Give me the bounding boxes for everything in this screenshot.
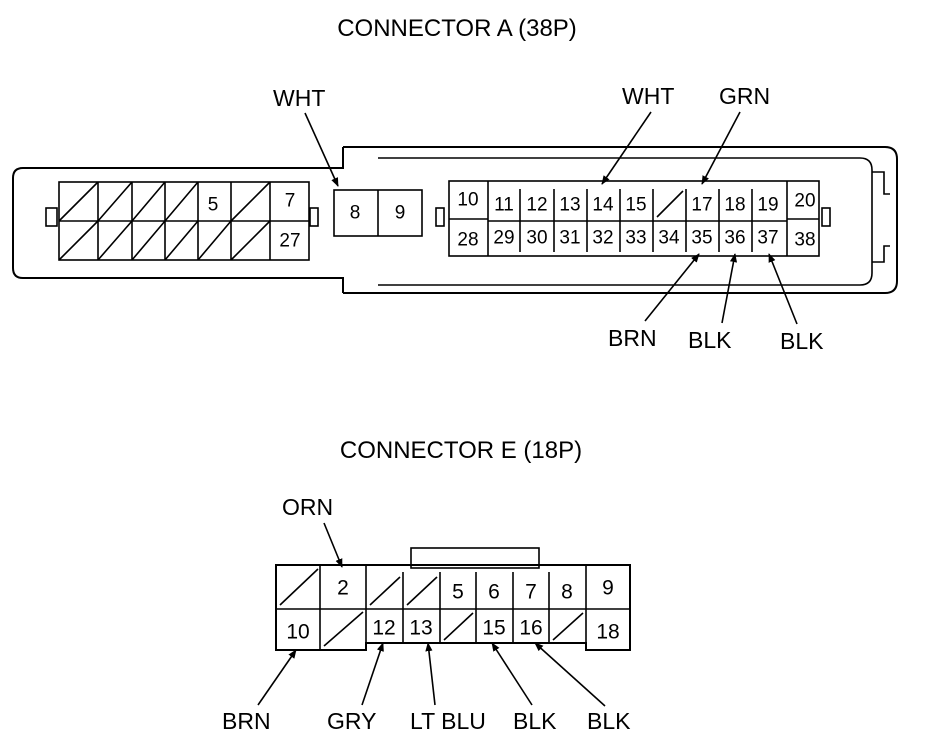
pin-e-18: 18 xyxy=(596,621,619,644)
connector-e-title: CONNECTOR E (18P) xyxy=(340,437,582,464)
wire-label-e-2: ORN xyxy=(282,494,333,520)
pin-e-9: 9 xyxy=(602,577,614,600)
pin-a-36: 36 xyxy=(724,228,745,249)
pin-e-12: 12 xyxy=(372,617,395,640)
wire-label-a-17: GRN xyxy=(719,83,770,109)
pin-a-10: 10 xyxy=(457,190,478,211)
pin-e-10: 10 xyxy=(286,621,309,644)
pin-a-17: 17 xyxy=(691,195,712,216)
callout-arrow-e-15 xyxy=(491,642,533,706)
callout-arrow-a-36 xyxy=(721,253,738,324)
callout-arrow-a-8 xyxy=(304,112,339,187)
pin-a-19: 19 xyxy=(757,195,778,216)
pin-a-14: 14 xyxy=(592,195,614,216)
pin-a-18: 18 xyxy=(724,195,745,216)
callout-arrow-a-17 xyxy=(701,111,741,185)
wire-label-e-13: LT BLU xyxy=(410,708,486,734)
callout-arrow-a-35 xyxy=(644,253,700,322)
pin-a-20: 20 xyxy=(794,191,815,212)
connector-a: CONNECTOR A (38P) 5 7 xyxy=(12,15,898,354)
wire-label-a-8: WHT xyxy=(273,85,325,111)
connector-a-title: CONNECTOR A (38P) xyxy=(337,15,577,42)
pin-a-35: 35 xyxy=(691,228,712,249)
pin-a-34: 34 xyxy=(658,228,680,249)
wire-label-e-12: GRY xyxy=(327,708,376,734)
pin-a-9: 9 xyxy=(395,203,406,224)
connector-a-left-block: 5 7 27 xyxy=(58,181,310,261)
callout-arrow-e-2 xyxy=(323,522,343,568)
wire-label-a-37: BLK xyxy=(780,328,824,354)
wire-label-e-15: BLK xyxy=(513,708,557,734)
wire-label-e-16: BLK xyxy=(587,708,631,734)
callout-arrow-a-14 xyxy=(601,111,652,185)
pin-a-5: 5 xyxy=(208,195,219,216)
pin-a-13: 13 xyxy=(559,195,580,216)
pin-a-37: 37 xyxy=(757,228,778,249)
callout-arrow-e-13 xyxy=(425,642,436,706)
pin-a-27: 27 xyxy=(279,231,300,252)
pin-a-30: 30 xyxy=(526,228,547,249)
connector-a-right-block: 10 11 12 13 14 15 17 18 19 20 28 29 30 3… xyxy=(448,180,820,257)
pin-a-29: 29 xyxy=(493,228,514,249)
connector-e-grid: 2 5 6 7 8 9 10 12 13 15 16 18 xyxy=(276,565,630,650)
connector-a-callouts: WHT WHT GRN BRN BLK BLK xyxy=(273,83,824,354)
callout-arrow-e-16 xyxy=(534,642,606,707)
connector-e: CONNECTOR E (18P) 2 5 6 7 xyxy=(222,437,631,734)
callout-arrow-e-10 xyxy=(257,649,297,706)
connector-a-middle-block: 8 9 xyxy=(333,189,423,237)
callout-arrow-e-12 xyxy=(361,642,384,706)
pin-a-12: 12 xyxy=(526,195,547,216)
callout-arrow-a-37 xyxy=(768,253,798,325)
pin-a-32: 32 xyxy=(592,228,613,249)
pin-a-33: 33 xyxy=(625,228,646,249)
pin-e-8: 8 xyxy=(561,581,573,604)
pin-a-11: 11 xyxy=(494,195,514,216)
wire-label-e-10: BRN xyxy=(222,708,271,734)
pin-e-13: 13 xyxy=(409,617,432,640)
pin-a-15: 15 xyxy=(625,195,646,216)
wire-label-a-36: BLK xyxy=(688,327,732,353)
pin-e-2: 2 xyxy=(337,577,349,600)
pin-a-7: 7 xyxy=(285,191,296,212)
pin-e-16: 16 xyxy=(519,617,542,640)
pin-a-28: 28 xyxy=(457,230,478,251)
pin-e-15: 15 xyxy=(482,617,505,640)
pin-e-7: 7 xyxy=(525,581,537,604)
wire-label-a-35: BRN xyxy=(608,325,657,351)
pin-a-8: 8 xyxy=(350,203,361,224)
pin-a-31: 31 xyxy=(559,228,580,249)
wire-label-a-14: WHT xyxy=(622,83,674,109)
pin-a-38: 38 xyxy=(794,230,815,251)
pin-e-5: 5 xyxy=(452,581,464,604)
connector-e-callouts: ORN BRN GRY LT BLU BLK BLK xyxy=(222,494,631,734)
connector-a-housing xyxy=(12,146,898,294)
pin-e-6: 6 xyxy=(488,581,500,604)
